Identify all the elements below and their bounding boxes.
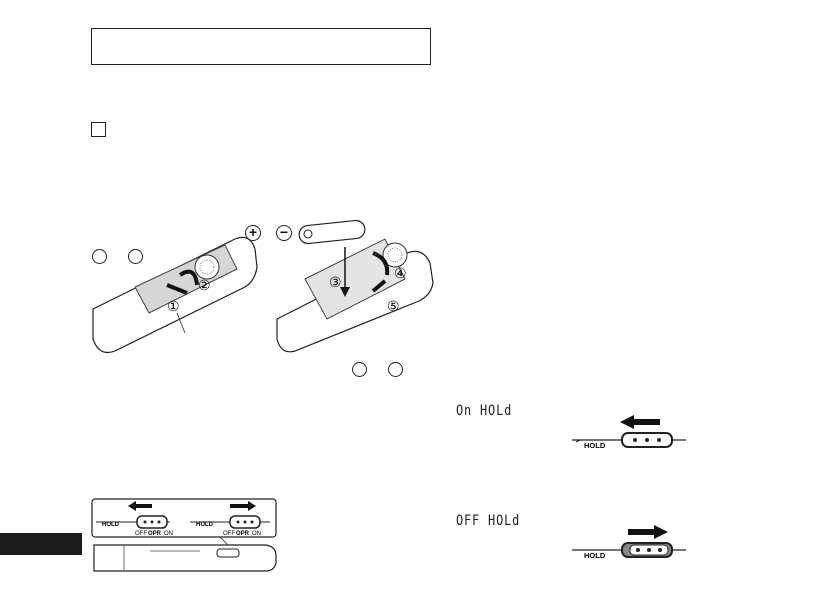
arrow-right-icon <box>248 501 256 511</box>
arrow-icon <box>372 251 390 276</box>
reference-circle-c <box>352 362 367 377</box>
hold-off-display: OFF HOLd <box>456 513 521 529</box>
recorder-back-illustration: ① ② <box>92 236 258 354</box>
battery-icon <box>298 219 366 245</box>
section-checkbox <box>91 122 106 137</box>
step-5-label: ⑤ <box>387 298 400 314</box>
hold-label: HOLD <box>196 522 214 528</box>
speaker-grille-icon <box>194 254 220 280</box>
arrow-icon <box>371 279 387 293</box>
hold-on-display: On HOLd <box>456 403 513 419</box>
plus-sign-icon: + <box>245 225 261 241</box>
arrow-icon <box>178 269 199 286</box>
hold-switch-right: HOLD OFF OPR ON <box>190 501 270 537</box>
arrow-right-icon <box>654 525 668 539</box>
minus-sign-icon: − <box>276 225 292 241</box>
opr-label: OPR <box>148 531 162 537</box>
step-3-label: ③ <box>329 274 342 290</box>
step-2-label: ② <box>198 277 211 293</box>
step-1-label: ① <box>167 298 180 314</box>
reference-circle-d <box>388 362 403 377</box>
recorder-side-illustration <box>93 536 277 572</box>
arrow-left-icon <box>128 501 136 511</box>
on-label: ON <box>164 531 173 537</box>
step-4-label: ④ <box>394 265 407 281</box>
hold-switch-left: HOLD OFF OPR ON <box>96 501 173 537</box>
speaker-grille-icon <box>382 242 408 268</box>
hold-on-switch: HOLD <box>572 415 686 450</box>
battery-insertion-illustration: ① ② ③ ④ ⑤ <box>92 219 434 354</box>
hold-off-switch: HOLD <box>572 525 686 560</box>
hold-off-label: HOLD <box>584 551 606 560</box>
hold-switch-panel: HOLD OFF OPR ON HOLD OFF OPR ON <box>91 498 277 572</box>
section-tab-block <box>0 533 82 555</box>
recorder-open-illustration: ③ ④ ⑤ <box>276 219 434 353</box>
off-label: OFF <box>135 531 147 537</box>
reference-circle-a <box>92 249 107 264</box>
hold-label: HOLD <box>102 522 120 528</box>
opr-label: OPR <box>236 531 250 537</box>
off-label: OFF <box>223 531 235 537</box>
on-label: ON <box>252 531 261 537</box>
hold-on-label: HOLD <box>584 441 606 450</box>
title-box <box>91 28 431 65</box>
arrow-icon <box>166 283 188 295</box>
arrow-left-icon <box>620 415 634 429</box>
reference-circle-b <box>128 249 143 264</box>
